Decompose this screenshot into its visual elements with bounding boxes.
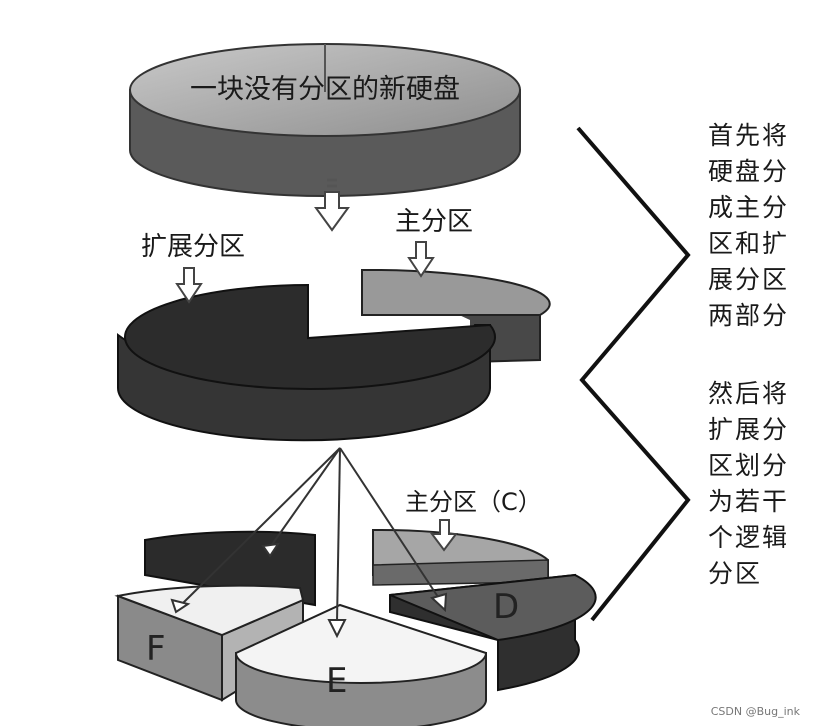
drive-d-label: D: [493, 587, 519, 627]
drive-e-label: E: [326, 661, 347, 701]
arrow-to-back: [270, 447, 341, 547]
arrowhead-icon: [170, 598, 191, 614]
arrow-to-d: [339, 447, 441, 601]
arrowhead-icon: [261, 542, 281, 558]
disk-label: 一块没有分区的新硬盘: [190, 74, 460, 105]
arrow-down-icon: [407, 241, 435, 278]
unpartitioned-disk: 一块没有分区的新硬盘: [129, 43, 521, 197]
drive-f-label: F: [146, 629, 166, 669]
arrowhead-icon: [327, 619, 347, 639]
primary-partition-label: 主分区: [395, 207, 473, 237]
down-arrow-icon: [314, 178, 350, 232]
primary-partition-c-label: 主分区（C）: [405, 488, 542, 516]
watermark: CSDN @Bug_ink: [710, 705, 800, 718]
note-bottom: 然后将扩展分区划分为若干个逻辑分区: [708, 379, 790, 588]
split-arrows: [170, 447, 448, 639]
note-top: 首先将硬盘分成主分区和扩展分区两部分: [708, 121, 790, 330]
arrow-to-e: [336, 447, 341, 623]
zigzag-brace: [576, 126, 691, 622]
arrow-down-icon: [430, 519, 458, 552]
extended-partition-label: 扩展分区: [141, 232, 245, 262]
arrowhead-icon: [430, 592, 448, 613]
arrow-down-icon: [175, 267, 203, 304]
extended-partition-slice: [117, 283, 496, 442]
logical-e-slice: E: [234, 603, 488, 726]
arrow-to-f: [181, 447, 341, 605]
